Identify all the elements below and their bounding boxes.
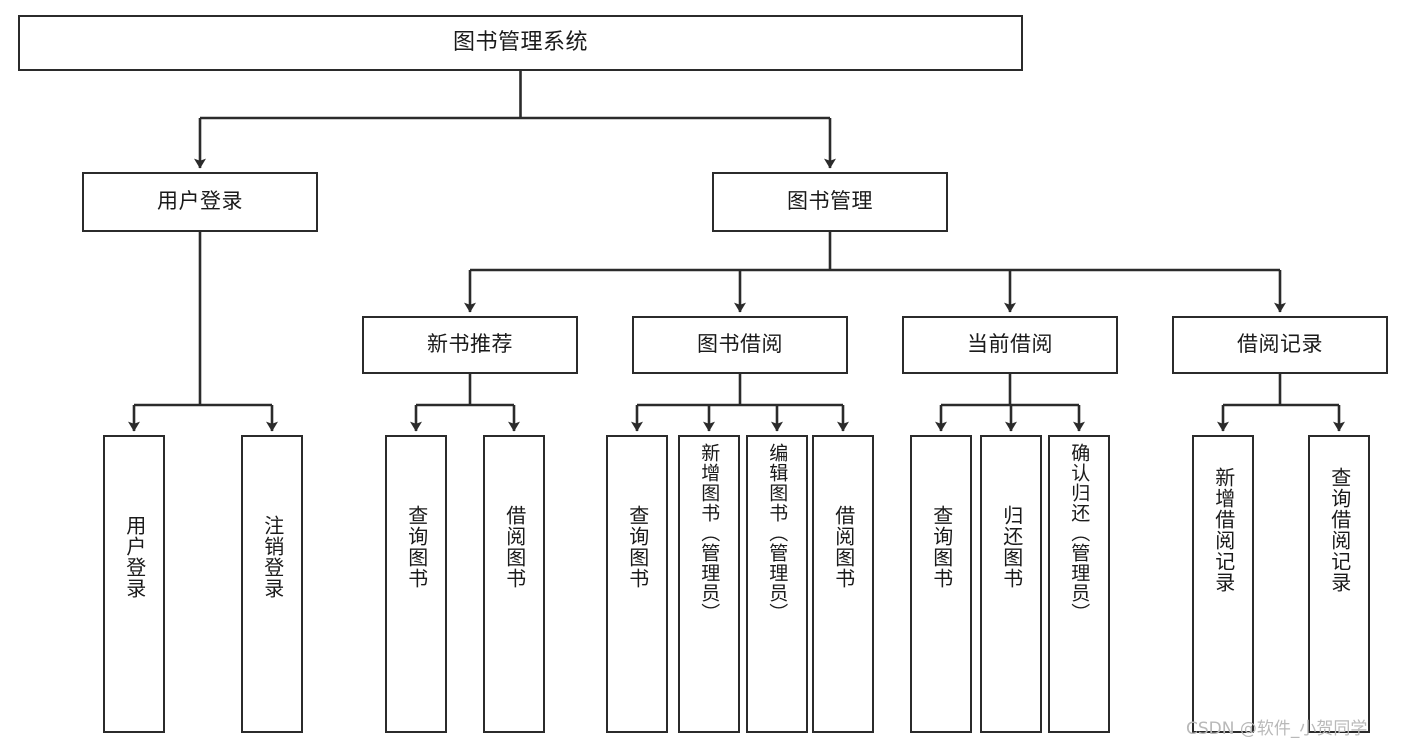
node-leaf-borrow-book-recommend-label: 借阅图书	[502, 505, 527, 589]
node-leaf-logout-label: 注销登录	[260, 515, 285, 599]
node-user-login[interactable]: 用户登录	[82, 172, 318, 232]
node-book-borrow-label: 图书借阅	[697, 332, 783, 357]
node-borrow-record[interactable]: 借阅记录	[1172, 316, 1388, 374]
node-leaf-add-borrow-record-label: 新增借阅记录	[1211, 467, 1236, 593]
node-leaf-query-book-current[interactable]: 查询图书	[910, 435, 972, 733]
node-user-login-label: 用户登录	[157, 189, 243, 214]
node-root-label: 图书管理系统	[452, 30, 588, 56]
node-leaf-borrow-book[interactable]: 借阅图书	[812, 435, 874, 733]
node-leaf-borrow-book-recommend[interactable]: 借阅图书	[483, 435, 545, 733]
node-new-book-recommend[interactable]: 新书推荐	[362, 316, 578, 374]
node-book-borrow[interactable]: 图书借阅	[632, 316, 848, 374]
node-leaf-return-book[interactable]: 归还图书	[980, 435, 1042, 733]
node-leaf-confirm-return-admin-label: 确认归还（管理员）	[1068, 443, 1091, 623]
node-leaf-return-book-label: 归还图书	[999, 505, 1024, 589]
node-leaf-user-login-label: 用户登录	[122, 515, 147, 599]
watermark: CSDN @软件_小贺同学	[1186, 719, 1368, 739]
node-leaf-borrow-book-label: 借阅图书	[831, 505, 856, 589]
node-leaf-edit-book-admin-label: 编辑图书（管理员）	[766, 443, 789, 623]
node-leaf-confirm-return-admin[interactable]: 确认归还（管理员）	[1048, 435, 1110, 733]
node-current-borrow[interactable]: 当前借阅	[902, 316, 1118, 374]
node-leaf-query-borrow-record-label: 查询借阅记录	[1327, 467, 1352, 593]
node-leaf-user-login[interactable]: 用户登录	[103, 435, 165, 733]
node-leaf-add-book-admin[interactable]: 新增图书（管理员）	[678, 435, 740, 733]
node-leaf-query-book-current-label: 查询图书	[929, 505, 954, 589]
node-new-book-recommend-label: 新书推荐	[427, 332, 513, 357]
node-book-management-label: 图书管理	[787, 189, 873, 214]
node-current-borrow-label: 当前借阅	[967, 332, 1053, 357]
node-leaf-add-book-admin-label: 新增图书（管理员）	[698, 443, 721, 623]
node-root[interactable]: 图书管理系统	[18, 15, 1023, 71]
node-book-management[interactable]: 图书管理	[712, 172, 948, 232]
node-leaf-query-book-borrow[interactable]: 查询图书	[606, 435, 668, 733]
node-leaf-add-borrow-record[interactable]: 新增借阅记录	[1192, 435, 1254, 733]
node-leaf-edit-book-admin[interactable]: 编辑图书（管理员）	[746, 435, 808, 733]
node-leaf-query-book-borrow-label: 查询图书	[625, 505, 650, 589]
node-leaf-query-book-recommend[interactable]: 查询图书	[385, 435, 447, 733]
node-leaf-query-book-recommend-label: 查询图书	[404, 505, 429, 589]
node-leaf-logout[interactable]: 注销登录	[241, 435, 303, 733]
node-leaf-query-borrow-record[interactable]: 查询借阅记录	[1308, 435, 1370, 733]
node-borrow-record-label: 借阅记录	[1237, 332, 1323, 357]
